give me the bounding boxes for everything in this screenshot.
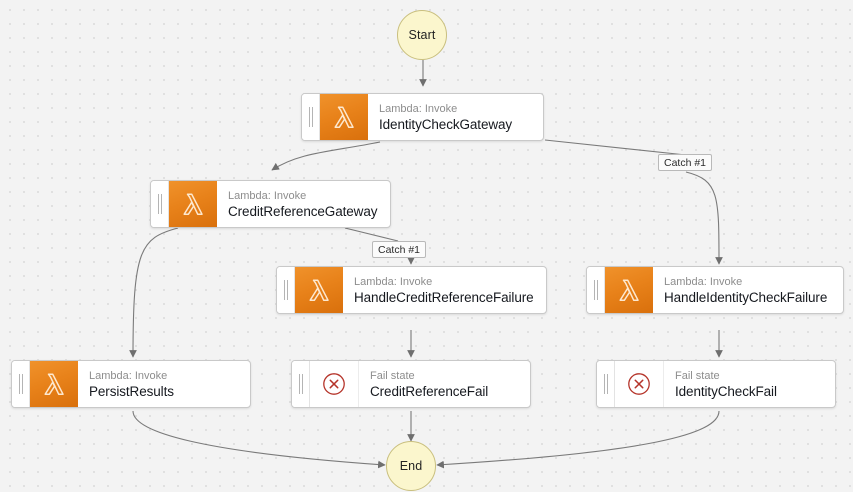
state-name-label: CreditReferenceFail [370,383,489,399]
edge-identity-check-gateway-to-credit-reference-gateway [271,141,381,171]
edge-credit-reference-gateway-catch [344,227,399,242]
lambda-icon [30,361,78,407]
state-name-label: IdentityCheckFail [675,383,777,399]
state-name-label: IdentityCheckGateway [379,116,513,132]
edge-identity-check-fail-to-end [436,410,720,469]
lambda-icon [605,267,653,313]
state-name-label: PersistResults [89,383,174,399]
drag-handle-icon[interactable] [597,361,615,407]
state-node-identity-check-fail[interactable]: Fail state IdentityCheckFail [596,360,836,408]
drag-handle-icon[interactable] [587,267,605,313]
drag-handle-icon[interactable] [302,94,320,140]
lambda-icon [169,181,217,227]
start-label: Start [408,28,436,42]
edge-credit-reference-gateway-to-persist-results [129,227,179,358]
end-label: End [399,459,423,473]
state-name-label: CreditReferenceGateway [228,203,378,219]
state-kind-label: Lambda: Invoke [379,102,458,115]
state-node-credit-reference-gateway[interactable]: Lambda: Invoke CreditReferenceGateway [150,180,391,228]
drag-handle-icon[interactable] [277,267,295,313]
state-kind-label: Lambda: Invoke [228,189,307,202]
lambda-icon [295,267,343,313]
state-kind-label: Lambda: Invoke [89,369,168,382]
state-node-credit-reference-fail[interactable]: Fail state CreditReferenceFail [291,360,531,408]
state-node-identity-check-gateway[interactable]: Lambda: Invoke IdentityCheckGateway [301,93,544,141]
state-node-handle-credit-reference-failure[interactable]: Lambda: Invoke HandleCreditReferenceFail… [276,266,547,314]
state-kind-label: Lambda: Invoke [354,275,433,288]
drag-handle-icon[interactable] [12,361,30,407]
drag-handle-icon[interactable] [292,361,310,407]
state-kind-label: Fail state [370,369,415,382]
edge-label-catch-identity[interactable]: Catch #1 [658,154,713,171]
end-node[interactable]: End [386,441,436,491]
circle-x-icon [310,361,359,407]
lambda-icon [320,94,368,140]
state-node-handle-identity-check-failure[interactable]: Lambda: Invoke HandleIdentityCheckFailur… [586,266,844,314]
state-name-label: HandleIdentityCheckFailure [664,289,828,305]
state-node-persist-results[interactable]: Lambda: Invoke PersistResults [11,360,251,408]
start-node[interactable]: Start [397,10,447,60]
drag-handle-icon[interactable] [151,181,169,227]
edge-catch-to-handle-identity-check-failure [685,171,723,265]
edge-identity-check-gateway-catch [544,139,687,156]
state-kind-label: Lambda: Invoke [664,275,743,288]
state-kind-label: Fail state [675,369,720,382]
state-name-label: HandleCreditReferenceFailure [354,289,534,305]
circle-x-icon [615,361,664,407]
edge-persist-results-to-end [132,410,386,469]
edge-label-catch-credit[interactable]: Catch #1 [372,241,427,258]
